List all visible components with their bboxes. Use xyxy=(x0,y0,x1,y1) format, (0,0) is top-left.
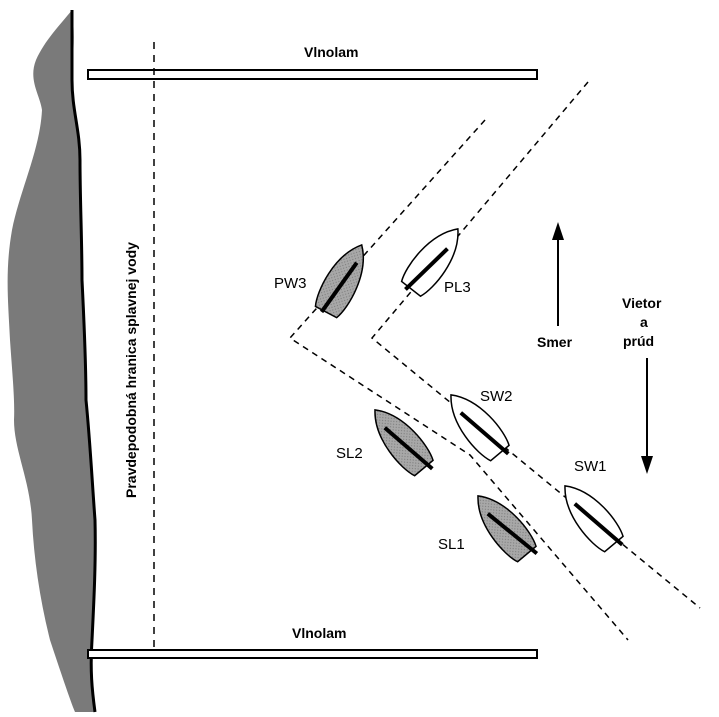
boat-pw3 xyxy=(314,243,364,319)
wind-current-label-3: prúd xyxy=(623,333,654,349)
boat-sw1 xyxy=(564,484,624,553)
boat-sl1 xyxy=(477,494,539,563)
course-line-outer xyxy=(288,119,629,641)
boat-sl2 xyxy=(374,408,434,477)
boat-pw3-label: PW3 xyxy=(274,275,307,292)
wind-current-label-2: a xyxy=(640,314,648,330)
navigable-limit-label: Pravdepodobná hranica splavnej vody xyxy=(123,242,139,498)
wind-current-arrow xyxy=(641,358,653,474)
course-label: Smer xyxy=(537,334,573,350)
breakwater-bottom-label: Vlnolam xyxy=(292,625,346,641)
shore-edge xyxy=(70,10,97,713)
breakwater-top xyxy=(87,69,538,80)
course-arrow xyxy=(552,222,564,326)
boat-pl3 xyxy=(400,228,459,298)
boat-sw1-label: SW1 xyxy=(574,458,607,475)
boat-sl1-label: SL1 xyxy=(438,536,465,553)
boat-pl3-label: PL3 xyxy=(444,279,471,296)
boat-sl2-label: SL2 xyxy=(336,445,363,462)
boat-sw2 xyxy=(450,393,510,462)
wind-current-label-1: Vietor xyxy=(622,295,662,311)
boat-sw2-label: SW2 xyxy=(480,388,513,405)
breakwater-top-label: Vlnolam xyxy=(304,44,358,60)
shore-land xyxy=(7,10,96,712)
breakwater-bottom xyxy=(87,649,538,659)
